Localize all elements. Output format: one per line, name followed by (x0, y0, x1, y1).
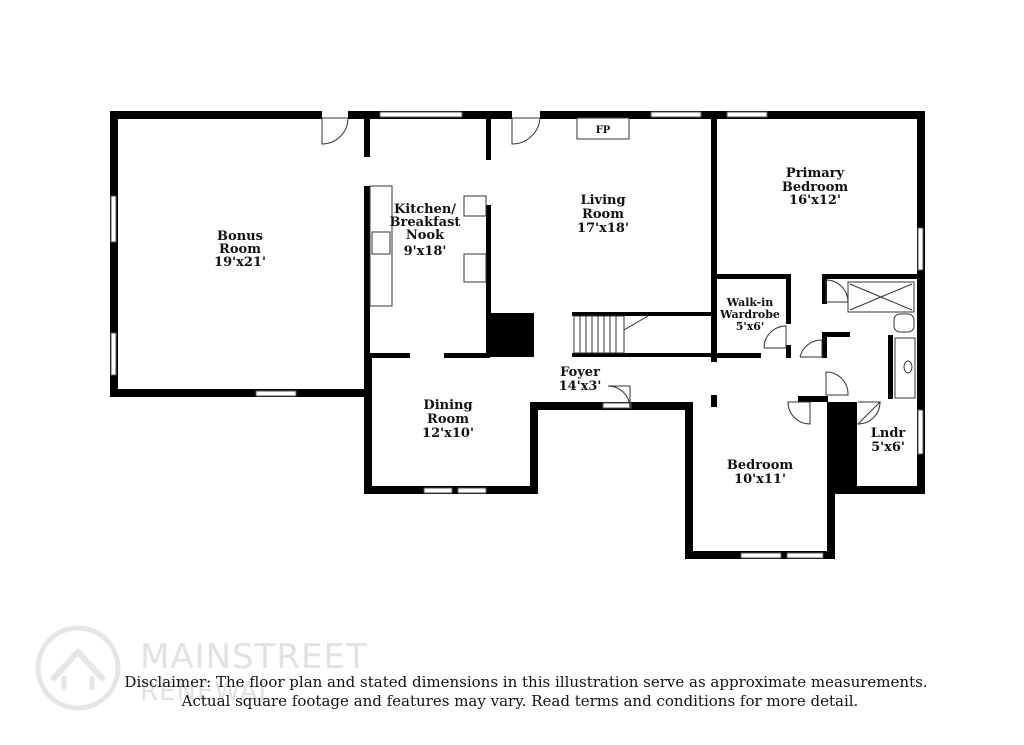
door (607, 385, 631, 409)
window (110, 195, 117, 243)
room-name: Primary (786, 166, 845, 181)
staircase (573, 315, 649, 354)
sink (371, 231, 391, 255)
room-label-bonus: Bonus Room 19'x21' (214, 229, 266, 270)
window (740, 552, 782, 559)
room-dimensions: 5'x6' (736, 320, 765, 333)
bathtub (847, 281, 915, 313)
disclaimer: Disclaimer: The floor plan and stated di… (124, 673, 927, 710)
room-name: Room (427, 412, 469, 427)
room-name: Foyer (560, 365, 600, 380)
toilet (893, 313, 915, 333)
room-dimensions: 5'x6' (871, 440, 905, 455)
fireplace (576, 117, 630, 140)
refrigerator (463, 253, 487, 283)
room-label-dining: Dining Room 12'x10' (422, 398, 474, 441)
windows (110, 111, 924, 559)
room-name: Bedroom (782, 180, 849, 195)
room-label-primary-bedroom: Primary Bedroom 16'x12' (782, 166, 849, 208)
window (786, 552, 824, 559)
room-dimensions: 19'x21' (214, 255, 266, 270)
fixtures: FP (369, 117, 916, 399)
disclaimer-line-1: Disclaimer: The floor plan and stated di… (124, 673, 927, 691)
interior-walls (364, 111, 922, 407)
door (321, 110, 349, 145)
room-name: Lndr (871, 426, 906, 441)
door (787, 401, 811, 425)
door (825, 371, 849, 396)
fireplace-label: FP (596, 125, 611, 136)
door (511, 110, 541, 145)
window (650, 111, 702, 118)
room-name: Room (582, 207, 624, 222)
room-name: Walk-in (726, 296, 774, 309)
window (726, 111, 768, 118)
room-name: Breakfast (390, 215, 461, 230)
room-dimensions: 17'x18' (577, 221, 629, 236)
door (825, 279, 849, 303)
window (602, 402, 632, 409)
door (856, 401, 882, 425)
house-logo-icon (35, 625, 121, 711)
window (379, 111, 463, 118)
stove (463, 195, 487, 217)
room-name: Living (580, 193, 625, 208)
door (799, 339, 823, 358)
room-label-walk-in-wardrobe: Walk-in Wardrobe 5'x6' (719, 296, 780, 333)
room-name: Nook (406, 228, 445, 243)
window (110, 332, 117, 376)
room-label-laundry: Lndr 5'x6' (871, 426, 906, 455)
room-dimensions: 16'x12' (789, 193, 841, 208)
window (917, 409, 924, 455)
room-name: Bonus (217, 229, 263, 244)
door (763, 325, 787, 349)
watermark-text-1: MAINSTREET (140, 637, 368, 677)
watermark-text-2: RENEWAL (140, 677, 274, 707)
window (457, 487, 487, 494)
room-label-foyer: Foyer 14'x3' (559, 365, 602, 394)
room-name: Kitchen/ (394, 202, 456, 217)
room-dimensions: 10'x11' (734, 472, 786, 487)
room-dimensions: 14'x3' (559, 379, 602, 394)
room-label-living: Living Room 17'x18' (577, 193, 629, 236)
window (423, 487, 453, 494)
room-dimensions: 9'x18' (404, 244, 447, 259)
disclaimer-line-2: Actual square footage and features may v… (181, 692, 859, 710)
room-label-kitchen: Kitchen/ Breakfast Nook 9'x18' (390, 202, 461, 259)
room-name: Wardrobe (719, 308, 780, 321)
window (255, 390, 297, 397)
window (917, 227, 924, 271)
room-name: Room (219, 242, 261, 257)
room-name: Bedroom (727, 458, 794, 473)
room-name: Dining (423, 398, 472, 413)
doors (321, 110, 882, 425)
room-dimensions: 12'x10' (422, 426, 474, 441)
room-label-bedroom: Bedroom 10'x11' (727, 458, 794, 487)
watermark-logo: MAINSTREET RENEWAL (35, 625, 368, 711)
sink (903, 360, 913, 374)
